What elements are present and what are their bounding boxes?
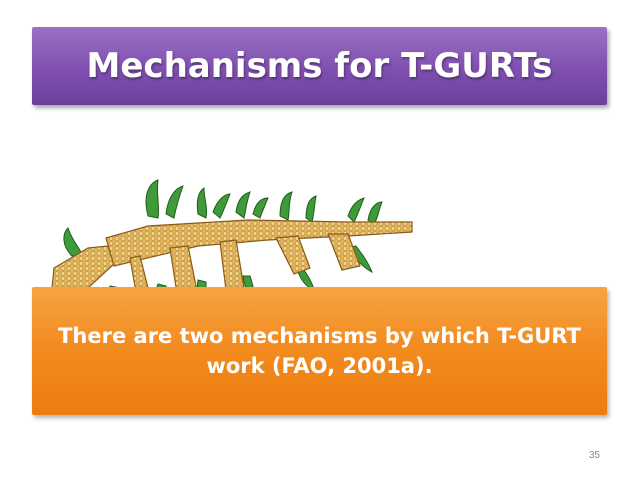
page-number: 35 — [588, 450, 600, 461]
slide-title: Mechanisms for T-GURTs — [86, 46, 553, 86]
body-box: There are two mechanisms by which T-GURT… — [32, 287, 607, 415]
body-text: There are two mechanisms by which T-GURT… — [58, 324, 581, 378]
title-banner: Mechanisms for T-GURTs — [32, 27, 607, 105]
